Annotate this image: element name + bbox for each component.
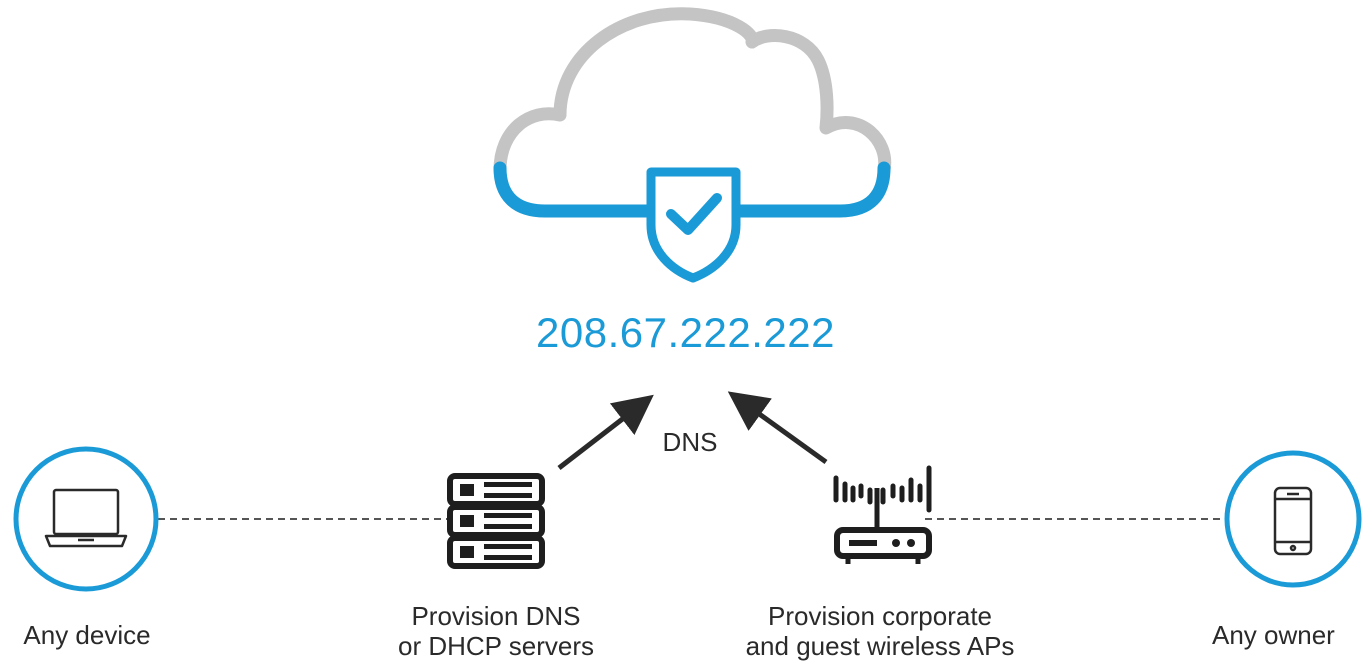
- wireless-aps-label: Provision corporate and guest wireless A…: [712, 601, 1048, 661]
- cloud-outline: [493, 7, 892, 177]
- dns-label: DNS: [662, 427, 718, 457]
- ip-address: 208.67.222.222: [536, 309, 835, 356]
- wireless-aps-label-line1: Provision corporate: [768, 601, 992, 631]
- any-device-label: Any device: [23, 620, 151, 650]
- smartphone-icon: [1273, 486, 1313, 556]
- dns-servers-label-line1: Provision DNS: [411, 601, 581, 631]
- dns-servers-label: Provision DNS or DHCP servers: [360, 601, 632, 661]
- smartphone-node: [1224, 450, 1362, 588]
- wireless-aps-label-line2: and guest wireless APs: [745, 631, 1015, 661]
- cloud-base: [493, 161, 891, 218]
- wireless-router-icon: [833, 465, 932, 564]
- cloud-icon: [493, 7, 892, 283]
- laptop-icon: [44, 488, 128, 548]
- server-stack-icon: [447, 473, 545, 569]
- signal-bars: [833, 465, 932, 513]
- router-body: [834, 527, 932, 559]
- laptop-circle: [13, 446, 159, 592]
- dns-servers-label-line2: or DHCP servers: [397, 631, 594, 661]
- smartphone-circle: [1224, 450, 1362, 588]
- dns-arrow-left: [557, 394, 654, 470]
- check-icon: [666, 193, 722, 235]
- laptop-node: [13, 446, 159, 592]
- any-owner-label: Any owner: [1212, 620, 1335, 650]
- server-unit-3: [447, 535, 545, 569]
- server-unit-2: [447, 504, 545, 538]
- server-unit-1: [447, 473, 545, 507]
- dns-arrow-right: [727, 391, 828, 465]
